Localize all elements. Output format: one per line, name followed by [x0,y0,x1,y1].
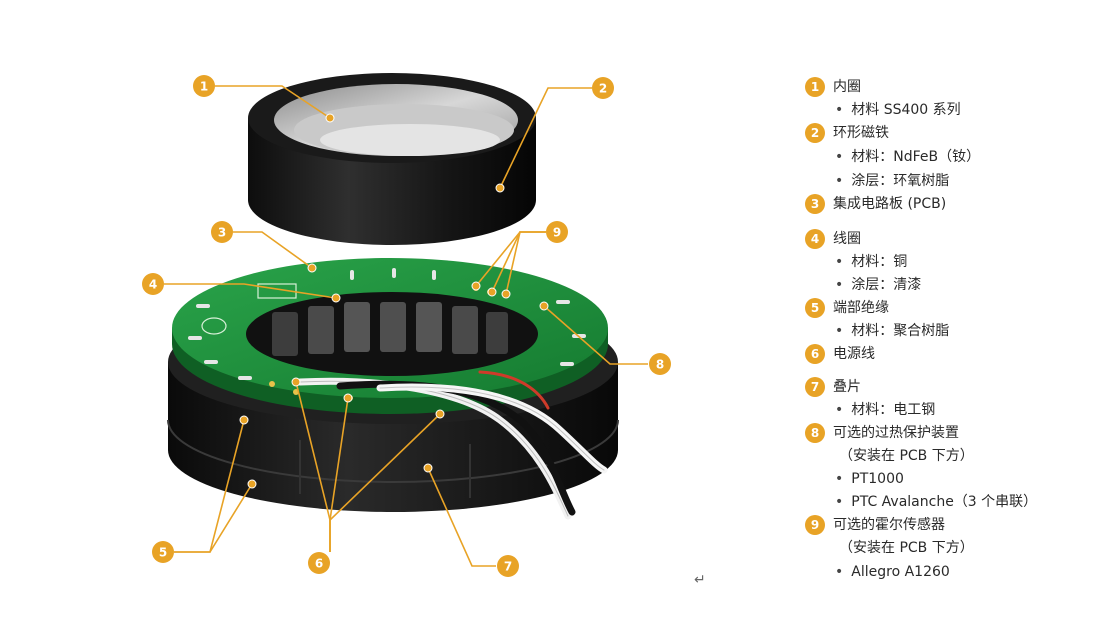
svg-text:5: 5 [159,546,167,560]
power-cables [296,370,608,520]
legend-note: （安装在 PCB 下方） [839,448,974,464]
svg-text:2: 2 [599,82,607,96]
legend-subitem: 材料：聚合树脂 [805,320,949,342]
coils [272,302,508,356]
callout-4: 4 [142,273,164,295]
legend-badge: 2 [805,123,825,143]
callout-6: 6 [308,552,330,574]
callout-3: 3 [211,221,233,243]
svg-text:4: 4 [149,278,157,292]
pcb-ring [172,258,608,414]
callout-2: 2 [592,77,614,99]
legend-subitem: 材料 SS400 系列 [805,99,960,121]
legend-subitem: PT1000 [805,468,904,490]
legend-title: 线圈 [833,231,861,247]
legend-item-1: 1 内圈 [805,76,861,98]
callout-9: 9 [546,221,568,243]
legend-badge: 9 [805,515,825,535]
legend-subitem: 涂层：清漆 [805,274,921,296]
legend-item-2: 2 环形磁铁 [805,122,889,144]
legend-badge: 5 [805,298,825,318]
legend-subitem: 材料：电工钢 [805,399,935,421]
legend-subitem: 材料：NdFeB（钕） [805,146,980,168]
callout-5: 5 [152,541,174,563]
callout-1: 1 [193,75,215,97]
svg-text:8: 8 [656,358,664,372]
legend-badge: 3 [805,194,825,214]
legend-title: 电源线 [833,346,875,362]
legend-badge: 8 [805,423,825,443]
magnet-ring [248,73,536,245]
legend-title: 集成电路板 (PCB) [833,196,947,212]
legend-badge: 7 [805,377,825,397]
legend-title: 端部绝缘 [833,300,889,316]
legend-subitem: 材料：铜 [805,251,907,273]
legend-badge: 1 [805,77,825,97]
legend-item-5: 5 端部绝缘 [805,297,889,319]
legend-subitem: PTC Avalanche（3 个串联） [805,491,1037,513]
legend-note: （安装在 PCB 下方） [839,540,974,556]
legend-subitem: 涂层：环氧树脂 [805,170,949,192]
legend-title: 可选的过热保护装置 [833,425,959,441]
svg-text:6: 6 [315,557,323,571]
legend-title: 环形磁铁 [833,125,889,141]
legend-title: 可选的霍尔传感器 [833,517,945,533]
legend-badge: 6 [805,344,825,364]
callout-8: 8 [649,353,671,375]
callout-7: 7 [497,555,519,577]
legend-item-7: 7 叠片 [805,376,861,398]
legend-badge: 4 [805,229,825,249]
legend-item-6: 6 电源线 [805,343,875,365]
legend-item-4: 4 线圈 [805,228,861,250]
svg-text:1: 1 [200,80,208,94]
legend-item-9: 9 可选的霍尔传感器 [805,514,945,536]
legend-item-3: 3 集成电路板 (PCB) [805,193,946,215]
legend-subitem: Allegro A1260 [805,561,950,583]
svg-text:7: 7 [504,560,512,574]
svg-text:3: 3 [218,226,226,240]
leader-lines [164,85,648,567]
svg-text:9: 9 [553,226,561,240]
return-arrow-icon: ↵ [694,572,706,588]
legend-title: 叠片 [833,379,861,395]
legend-title: 内圈 [833,79,861,95]
legend-item-8: 8 可选的过热保护装置 [805,422,959,444]
